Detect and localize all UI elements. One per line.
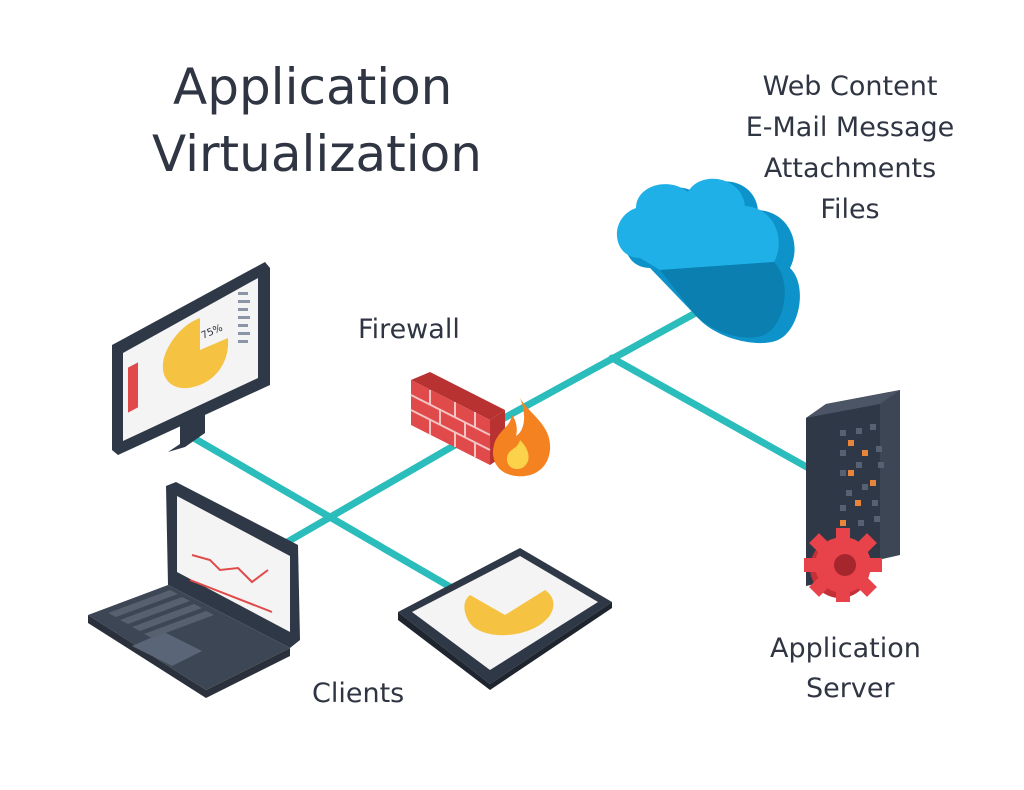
laptop-icon — [88, 482, 300, 698]
cloud-icon — [616, 178, 800, 344]
firewall-icon — [410, 372, 551, 477]
monitor-pie-chart — [162, 318, 229, 389]
diagram-title-line2: Virtualization — [152, 125, 482, 183]
server-label-line2: Server — [806, 673, 895, 704]
cloud-item-web-content: Web Content — [762, 71, 938, 102]
clients-label: Clients — [312, 678, 405, 709]
firewall-label: Firewall — [358, 314, 460, 345]
tablet-pie-chart — [464, 590, 554, 636]
diagram-title-line1: Application — [173, 58, 453, 116]
cloud-item-files: Files — [820, 194, 880, 225]
server-icon — [804, 390, 900, 602]
server-label-line1: Application — [770, 633, 921, 664]
laptop-line-chart — [191, 554, 269, 584]
cloud-item-email-message: E-Mail Message — [745, 112, 955, 143]
link-monitor-to-tablet — [188, 433, 456, 592]
monitor-icon: 75% — [112, 262, 270, 455]
cloud-contents-list: Web Content E-Mail Message Attachments F… — [725, 66, 975, 230]
monitor-red-bar — [128, 362, 138, 413]
gear-icon — [804, 528, 882, 602]
tablet-icon — [398, 548, 612, 690]
link-firewall-to-laptop — [278, 441, 459, 549]
link-to-server — [608, 354, 816, 474]
cloud-item-attachments: Attachments — [763, 153, 937, 184]
